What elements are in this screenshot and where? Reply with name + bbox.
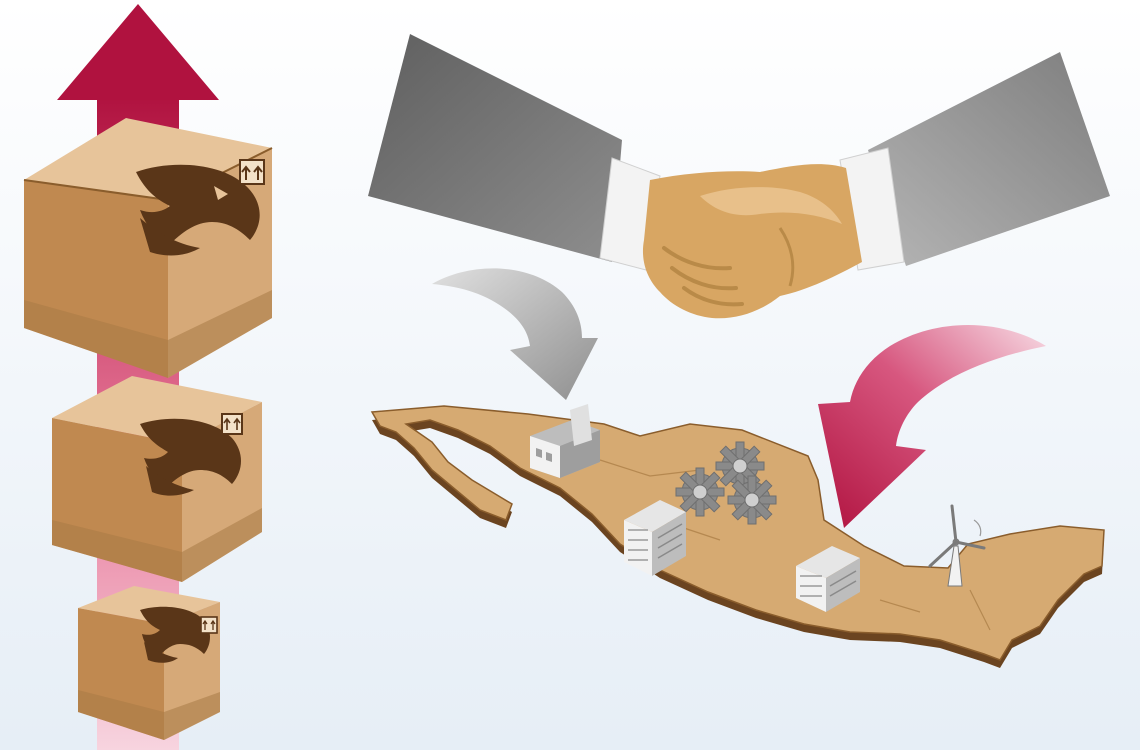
mexican-eagle-emblem-icon — [140, 606, 210, 663]
this-side-up-icon — [200, 616, 218, 634]
shipping-box-icon — [52, 376, 262, 582]
gears-icon — [675, 441, 777, 525]
shipping-box-icon — [78, 586, 220, 740]
office-building-icon — [624, 500, 686, 576]
curved-red-arrow-icon — [818, 325, 1046, 528]
shipping-box-icon — [23, 118, 273, 378]
handshake-icon — [368, 34, 1110, 319]
mexican-eagle-emblem-icon — [136, 164, 260, 256]
curved-gray-arrow-icon — [432, 268, 598, 400]
this-side-up-icon — [221, 413, 243, 435]
factory-icon — [530, 404, 600, 478]
mexican-eagle-emblem-icon — [140, 418, 241, 496]
office-building-icon — [796, 546, 860, 612]
wind-turbine-icon — [928, 504, 986, 587]
this-side-up-icon — [239, 159, 265, 185]
